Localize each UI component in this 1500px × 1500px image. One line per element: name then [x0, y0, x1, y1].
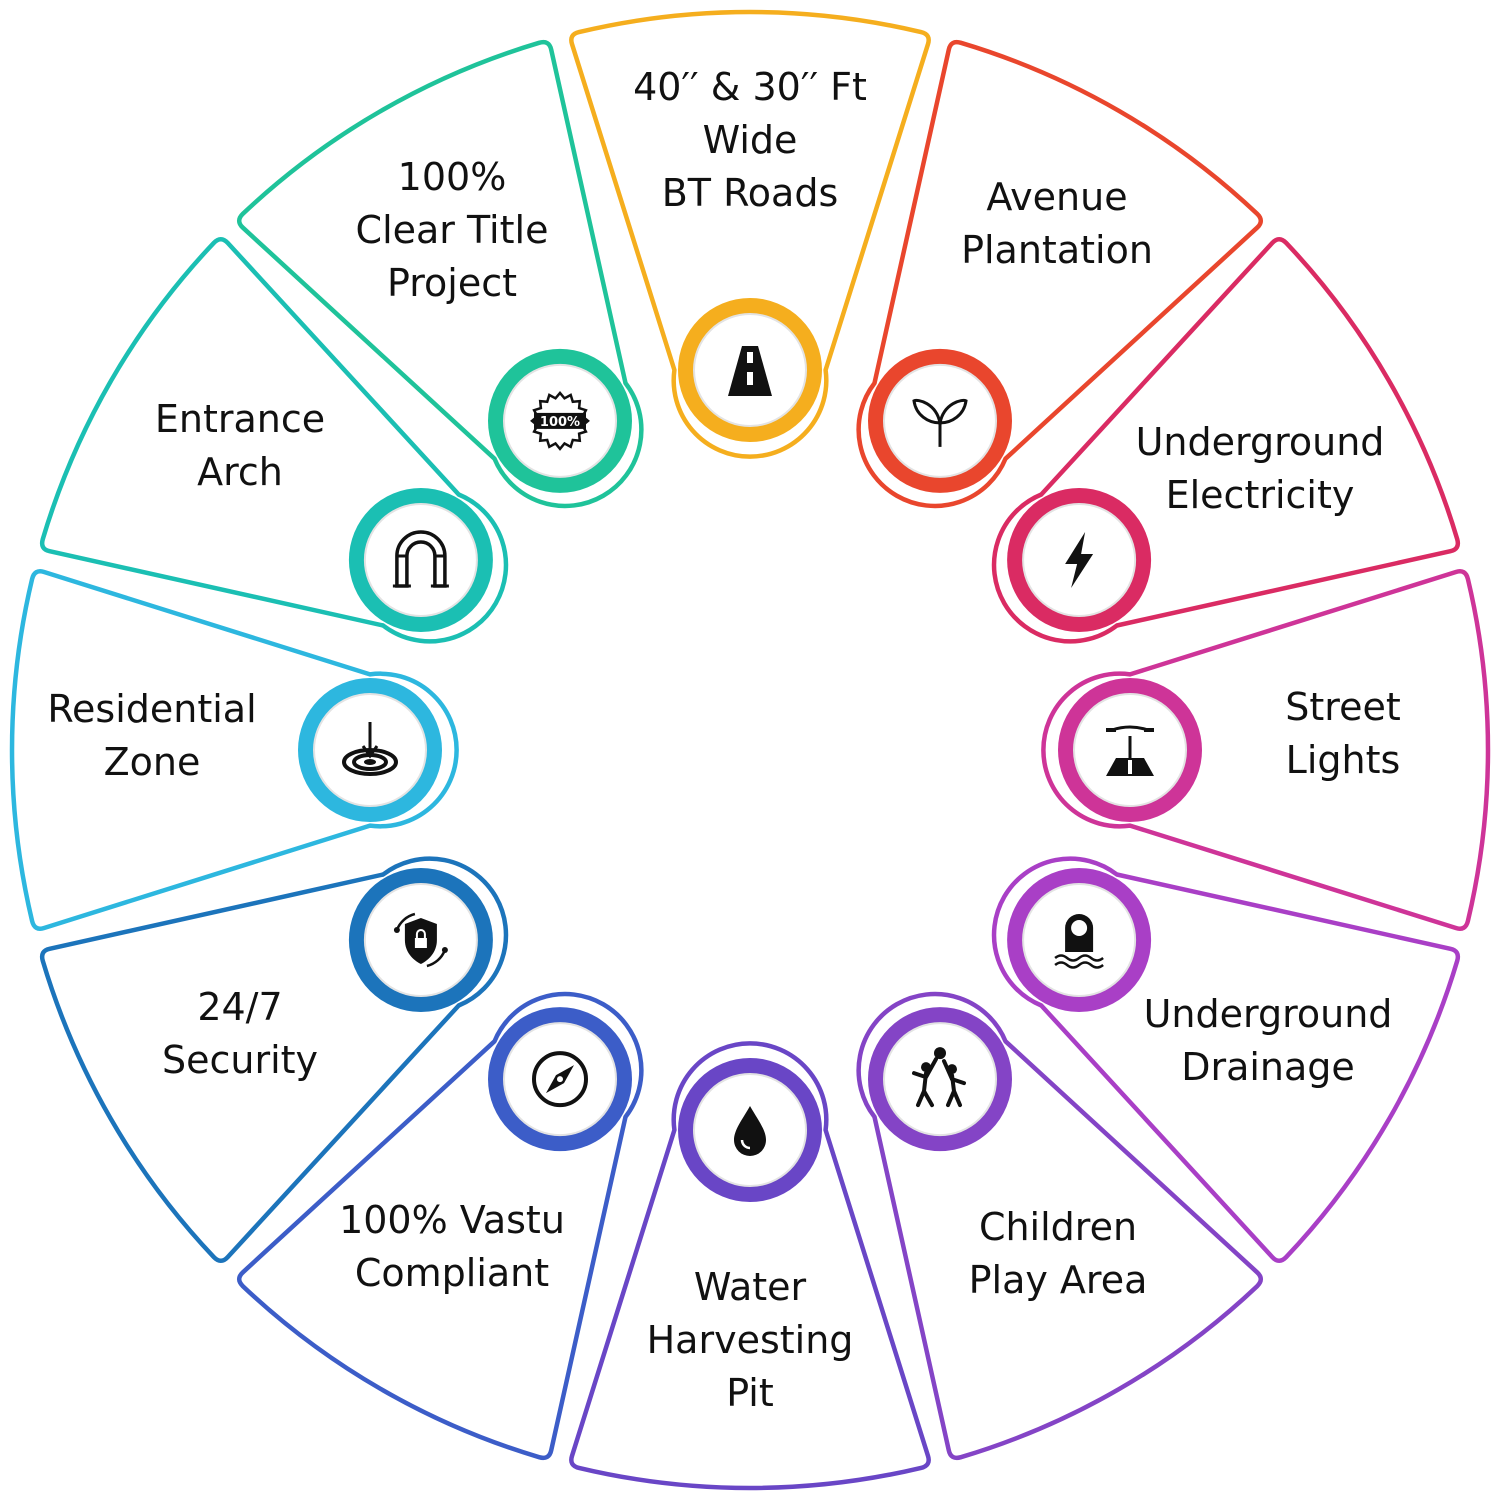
label-line: Underground: [1144, 992, 1393, 1036]
segment-outline-residential: [9, 569, 459, 931]
label-line: Street: [1285, 685, 1400, 729]
lightning-icon: [1065, 532, 1094, 588]
label-line: Children: [979, 1205, 1137, 1249]
label-line: Play Area: [969, 1258, 1148, 1302]
badge-drainage: [1007, 868, 1152, 1012]
compass-icon: [532, 1051, 588, 1108]
badge-streetlights: [1058, 678, 1202, 822]
label-line: Drainage: [1181, 1045, 1355, 1089]
label-line: 24/7: [197, 985, 282, 1029]
label-line: Underground: [1136, 420, 1385, 464]
label-line: Wide: [703, 118, 798, 162]
badge-100-icon: 100%: [530, 390, 590, 451]
children-play-icon: [912, 1047, 966, 1108]
label-line: 40′′ & 30′′ Ft: [633, 65, 867, 109]
segment-outline-roads: [569, 9, 931, 459]
label-roads: 40′′ & 30′′ Ft Wide BT Roads: [633, 65, 867, 215]
label-line: Entrance: [155, 397, 325, 441]
label-line: Pit: [726, 1371, 774, 1415]
security-shield-icon: [393, 912, 448, 968]
badge-plantation: [868, 348, 1012, 493]
label-line: BT Roads: [662, 171, 839, 215]
label-line: Residential: [47, 687, 256, 731]
arch-icon: [392, 530, 449, 588]
label-line: Arch: [197, 450, 283, 494]
label-line: Electricity: [1166, 473, 1355, 517]
badge-security: [348, 868, 493, 1012]
badge-core: [364, 504, 477, 616]
badge-electricity: [1007, 488, 1152, 632]
badge-playarea: [868, 1007, 1012, 1152]
label-line: Compliant: [355, 1251, 549, 1295]
label-line: 100%: [398, 155, 507, 199]
badge-100-text: 100%: [540, 415, 580, 430]
label-line: 100% Vastu: [339, 1198, 565, 1242]
badge-roads: [678, 298, 822, 442]
label-line: Security: [162, 1038, 318, 1082]
label-line: Water: [694, 1265, 807, 1309]
label-line: Lights: [1286, 738, 1401, 782]
icons-layer: 100%: [298, 298, 1202, 1202]
sprout-icon: [912, 398, 968, 447]
segment-outline-waterpit: [569, 1041, 931, 1491]
badge-vastu: [488, 1007, 632, 1152]
street-light-icon: [1106, 725, 1154, 776]
label-line: Plantation: [961, 228, 1153, 272]
target-pin-icon: [342, 722, 398, 776]
label-line: Zone: [104, 740, 201, 784]
label-line: Project: [387, 261, 517, 305]
drainage-icon: [1054, 914, 1104, 969]
segment-roads: 40′′ & 30′′ Ft Wide BT Roads: [569, 9, 931, 459]
badge-arch: [348, 488, 493, 632]
road-icon: [728, 346, 772, 396]
badge-core: [884, 1023, 996, 1136]
badge-cleartitle: 100%: [488, 348, 632, 493]
badge-residential: [298, 678, 442, 822]
label-line: Clear Title: [356, 208, 549, 252]
label-line: Avenue: [986, 175, 1127, 219]
label-line: Harvesting: [647, 1318, 854, 1362]
badge-waterpit: [678, 1058, 822, 1202]
water-drop-icon: [734, 1106, 766, 1156]
segment-outline-streetlights: [1041, 569, 1491, 931]
